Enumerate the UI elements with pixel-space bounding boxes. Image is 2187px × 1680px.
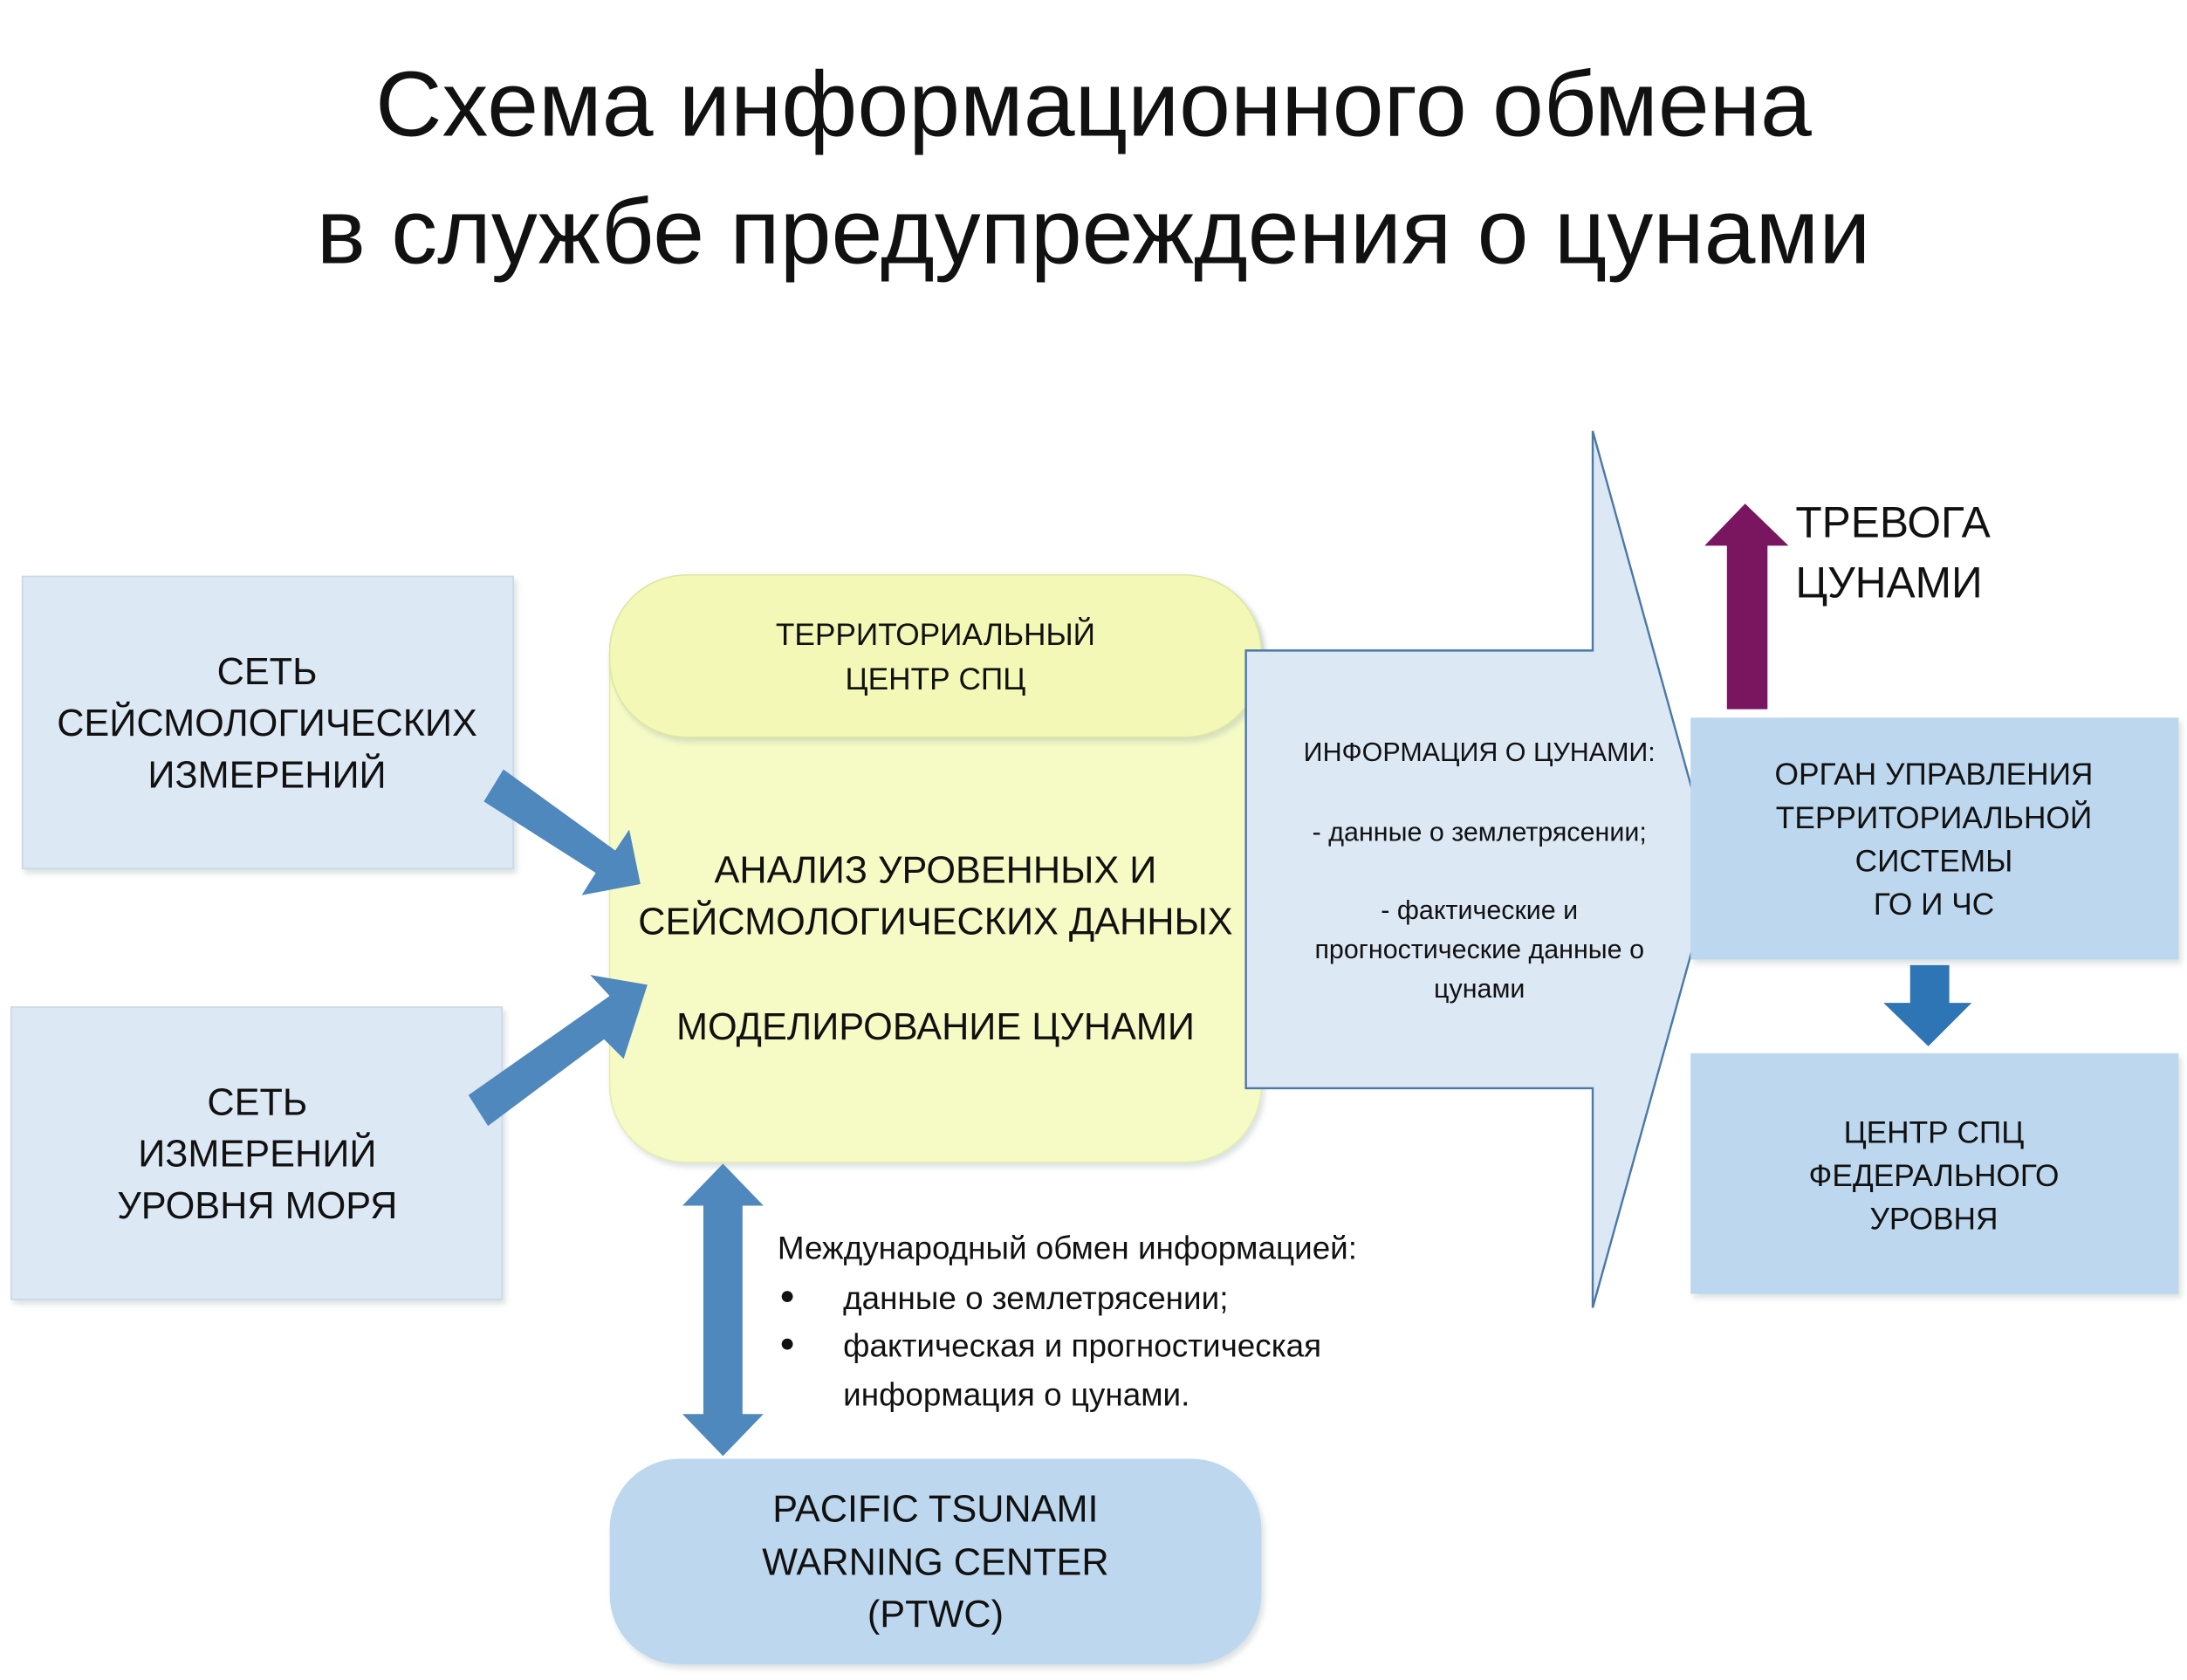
title-line-1: Схема информационного обмена xyxy=(375,53,1812,156)
territorial-body-line: МОДЕЛИРОВАНИЕ ЦУНАМИ xyxy=(676,1006,1195,1048)
bidirectional-arrow xyxy=(682,1163,764,1457)
info-heading: ИНФОРМАЦИЯ О ЦУНАМИ: xyxy=(1304,737,1656,767)
tsunami-info-arrow: ИНФОРМАЦИЯ О ЦУНАМИ: - данные о землетря… xyxy=(1244,430,1716,1308)
sea-level-line: СЕТЬ xyxy=(207,1081,307,1123)
governing-line: ОРГАН УПРАВЛЕНИЯ xyxy=(1775,758,2094,792)
alarm-up-arrow xyxy=(1704,504,1789,710)
sea-level-to-center-arrow xyxy=(468,975,648,1127)
territorial-body-line: АНАЛИЗ УРОВЕННЫХ И xyxy=(714,849,1156,891)
governing-body-box: ОРГАН УПРАВЛЕНИЯ ТЕРРИТОРИАЛЬНОЙ СИСТЕМЫ… xyxy=(1690,717,2179,960)
sea-level-network-box: СЕТЬ ИЗМЕРЕНИЙ УРОВНЯ МОРЯ xyxy=(10,1006,504,1300)
bullet-icon xyxy=(781,1291,793,1303)
federal-line: УРОВНЯ xyxy=(1869,1203,1998,1237)
governing-line: СИСТЕМЫ xyxy=(1855,845,2013,879)
bullet-icon xyxy=(781,1338,793,1350)
info-line: - данные о землетрясении; xyxy=(1313,817,1647,847)
ptwc-line: WARNING CENTER xyxy=(762,1542,1108,1584)
alarm-line: ТРЕВОГА xyxy=(1795,498,1991,547)
territorial-header-line: ТЕРРИТОРИАЛЬНЫЙ xyxy=(776,617,1095,652)
info-line: прогностические данные о xyxy=(1314,935,1644,964)
international-item: фактическая и прогностическая xyxy=(843,1328,1321,1364)
international-heading: Международный обмен информацией: xyxy=(778,1230,1357,1265)
territorial-header-line: ЦЕНТР СПЦ xyxy=(846,662,1026,696)
sea-level-line: УРОВНЯ МОРЯ xyxy=(117,1185,397,1227)
territorial-center-box: ТЕРРИТОРИАЛЬНЫЙ ЦЕНТР СПЦ АНАЛИЗ УРОВЕНН… xyxy=(608,574,1263,1163)
sea-level-line: ИЗМЕРЕНИЙ xyxy=(138,1133,376,1176)
info-line: цунами xyxy=(1434,974,1525,1004)
title-line-2: в службе предупреждения о цунами xyxy=(317,181,1871,284)
territorial-body-line: СЕЙСМОЛОГИЧЕСКИХ ДАННЫХ xyxy=(638,901,1232,943)
international-item: информация о цунами. xyxy=(843,1377,1189,1413)
down-arrow xyxy=(1883,964,1972,1046)
ptwc-line: (PTWC) xyxy=(867,1594,1004,1635)
territorial-center-header xyxy=(608,574,1263,738)
governing-line: ТЕРРИТОРИАЛЬНОЙ xyxy=(1776,800,2092,835)
seismic-network-box: СЕТЬ СЕЙСМОЛОГИЧЕСКИХ ИЗМЕРЕНИЙ xyxy=(21,575,514,870)
ptwc-box: PACIFIC TSUNAMI WARNING CENTER (PTWC) xyxy=(609,1458,1262,1665)
international-exchange-text: Международный обмен информацией: данные … xyxy=(778,1230,1357,1412)
federal-center-box: ЦЕНТР СПЦ ФЕДЕРАЛЬНОГО УРОВНЯ xyxy=(1690,1053,2179,1294)
seismic-line: СЕЙСМОЛОГИЧЕСКИХ xyxy=(57,702,477,744)
federal-line: ФЕДЕРАЛЬНОГО xyxy=(1809,1159,2060,1193)
seismic-line: ИЗМЕРЕНИЙ xyxy=(147,753,386,796)
governing-line: ГО И ЧС xyxy=(1874,888,1994,922)
seismic-to-center-arrow xyxy=(483,769,641,895)
ptwc-line: PACIFIC TSUNAMI xyxy=(772,1489,1098,1531)
info-line: - фактические и xyxy=(1381,895,1578,925)
international-item: данные о землетрясении; xyxy=(843,1280,1228,1316)
federal-line: ЦЕНТР СПЦ xyxy=(1844,1115,2025,1149)
seismic-line: СЕТЬ xyxy=(217,651,318,693)
alarm-line: ЦУНАМИ xyxy=(1795,559,1982,607)
